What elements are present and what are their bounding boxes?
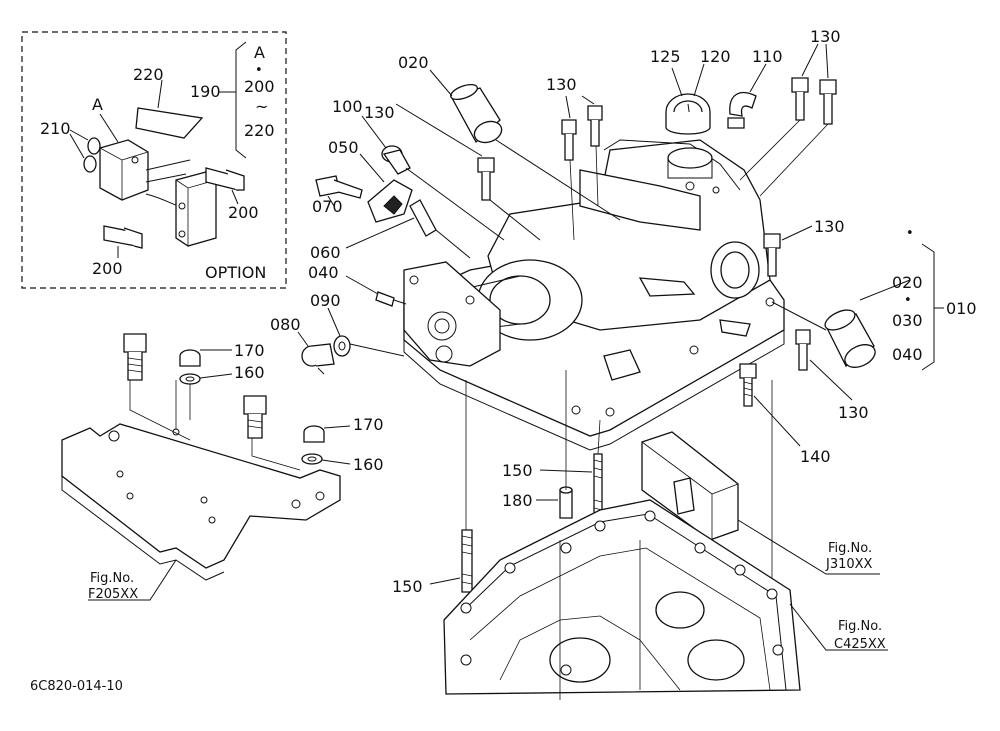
part-150a-label: 150 [502,461,533,480]
right-group-040: 040 [892,345,923,364]
part-080-plug [301,343,335,375]
right-group-030: 030 [892,311,923,330]
part-120-level-gauge [665,93,711,135]
part-110-elbow [727,91,757,129]
part-180-pin [559,486,573,519]
option-block-left [99,139,149,201]
part-210-label: 210 [40,119,71,138]
drawing-code: 6C820-014-10 [30,679,123,694]
left-fasteners: 170 160 170 160 [123,333,384,474]
option-bracket [235,41,247,159]
part-060-label: 060 [310,243,341,262]
guard-plate [61,380,341,581]
housing-ridge [579,169,701,231]
fig-ref-2-code: J310XX [825,557,873,572]
part-080-label: 080 [270,315,301,334]
guard-plate-outline [61,423,341,569]
part-070-bolt [315,175,363,199]
part-200b-label: 200 [92,259,123,278]
part-160b-label: 160 [353,455,384,474]
part-200a-label: 200 [228,203,259,222]
bracket-220-label: 220 [244,121,275,140]
part-220-label: 220 [133,65,164,84]
part-130b-label: 130 [546,75,577,94]
transmission-case-c425xx [443,499,801,700]
fig-ref-2-label: Fig.No. [828,541,872,556]
part-180-label: 180 [502,491,533,510]
part-160a-label: 160 [234,363,265,382]
option-title: OPTION [205,263,266,282]
part-210-oring-a [87,137,101,155]
bracket-tilde: ~ [255,97,268,116]
part-130e-label: 130 [838,403,869,422]
part-130-bolts-center [561,105,603,241]
part-130c-label: 130 [810,27,841,46]
part-020-bushing [450,83,621,221]
bracket-a-label: A [254,43,265,62]
part-210-oring-b [83,155,97,173]
part-140-label: 140 [800,447,831,466]
housing-front-arm [403,261,501,367]
part-220-sheet [135,107,204,139]
part-130a-label: 130 [364,103,395,122]
right-group-010: 010 [946,299,977,318]
part-150b-label: 150 [392,577,423,596]
right-group-dot2: • [904,293,912,308]
fig-ref-1-label: Fig.No. [90,571,134,586]
fig-ref-3-code: C425XX [834,637,886,652]
option-box: A • 200 ~ 220 190 220 A 210 200 [21,31,287,289]
part-130-bolt-right-side [763,233,781,277]
bracket-dot: • [255,63,263,78]
fig-ref-1-code: F205XX [88,587,138,602]
fig-ref-3-label: Fig.No. [838,619,882,634]
part-040-pin [375,291,395,307]
part-190-label: 190 [190,82,221,101]
part-090-label: 090 [310,291,341,310]
gasket-j310xx [641,431,739,541]
part-040-label: 040 [308,263,339,282]
part-050-cover [367,179,413,223]
part-090-washer [333,335,405,357]
right-group-020: 020 [892,273,923,292]
part-100-label: 100 [332,97,363,116]
part-010-bushing [771,301,876,368]
part-130-bolts-right [739,77,837,197]
part-130-bolt-top [477,157,541,241]
part-130d-label: 130 [814,217,845,236]
part-050-label: 050 [328,138,359,157]
right-group-bracket [921,243,935,371]
right-group-dot1: • [906,226,914,241]
part-070-label: 070 [312,197,343,216]
part-110-label: 110 [752,47,783,66]
housing-top-port [667,147,713,169]
main-housing [403,139,785,451]
part-150-stud-b [461,529,473,593]
option-box-border [21,31,287,289]
part-170a-label: 170 [234,341,265,360]
part-020-label: 020 [398,53,429,72]
bracket-200-label: 200 [244,77,275,96]
part-120-label: 120 [700,47,731,66]
bolt-left-2 [243,395,267,415]
bolt-left-1 [123,333,147,353]
part-170b-label: 170 [353,415,384,434]
ref-a-label: A [92,95,103,114]
part-125-label: 125 [650,47,681,66]
part-130-bolt-lower-right [795,329,811,371]
part-140-bolt [739,363,757,407]
part-100-plug [381,145,505,241]
